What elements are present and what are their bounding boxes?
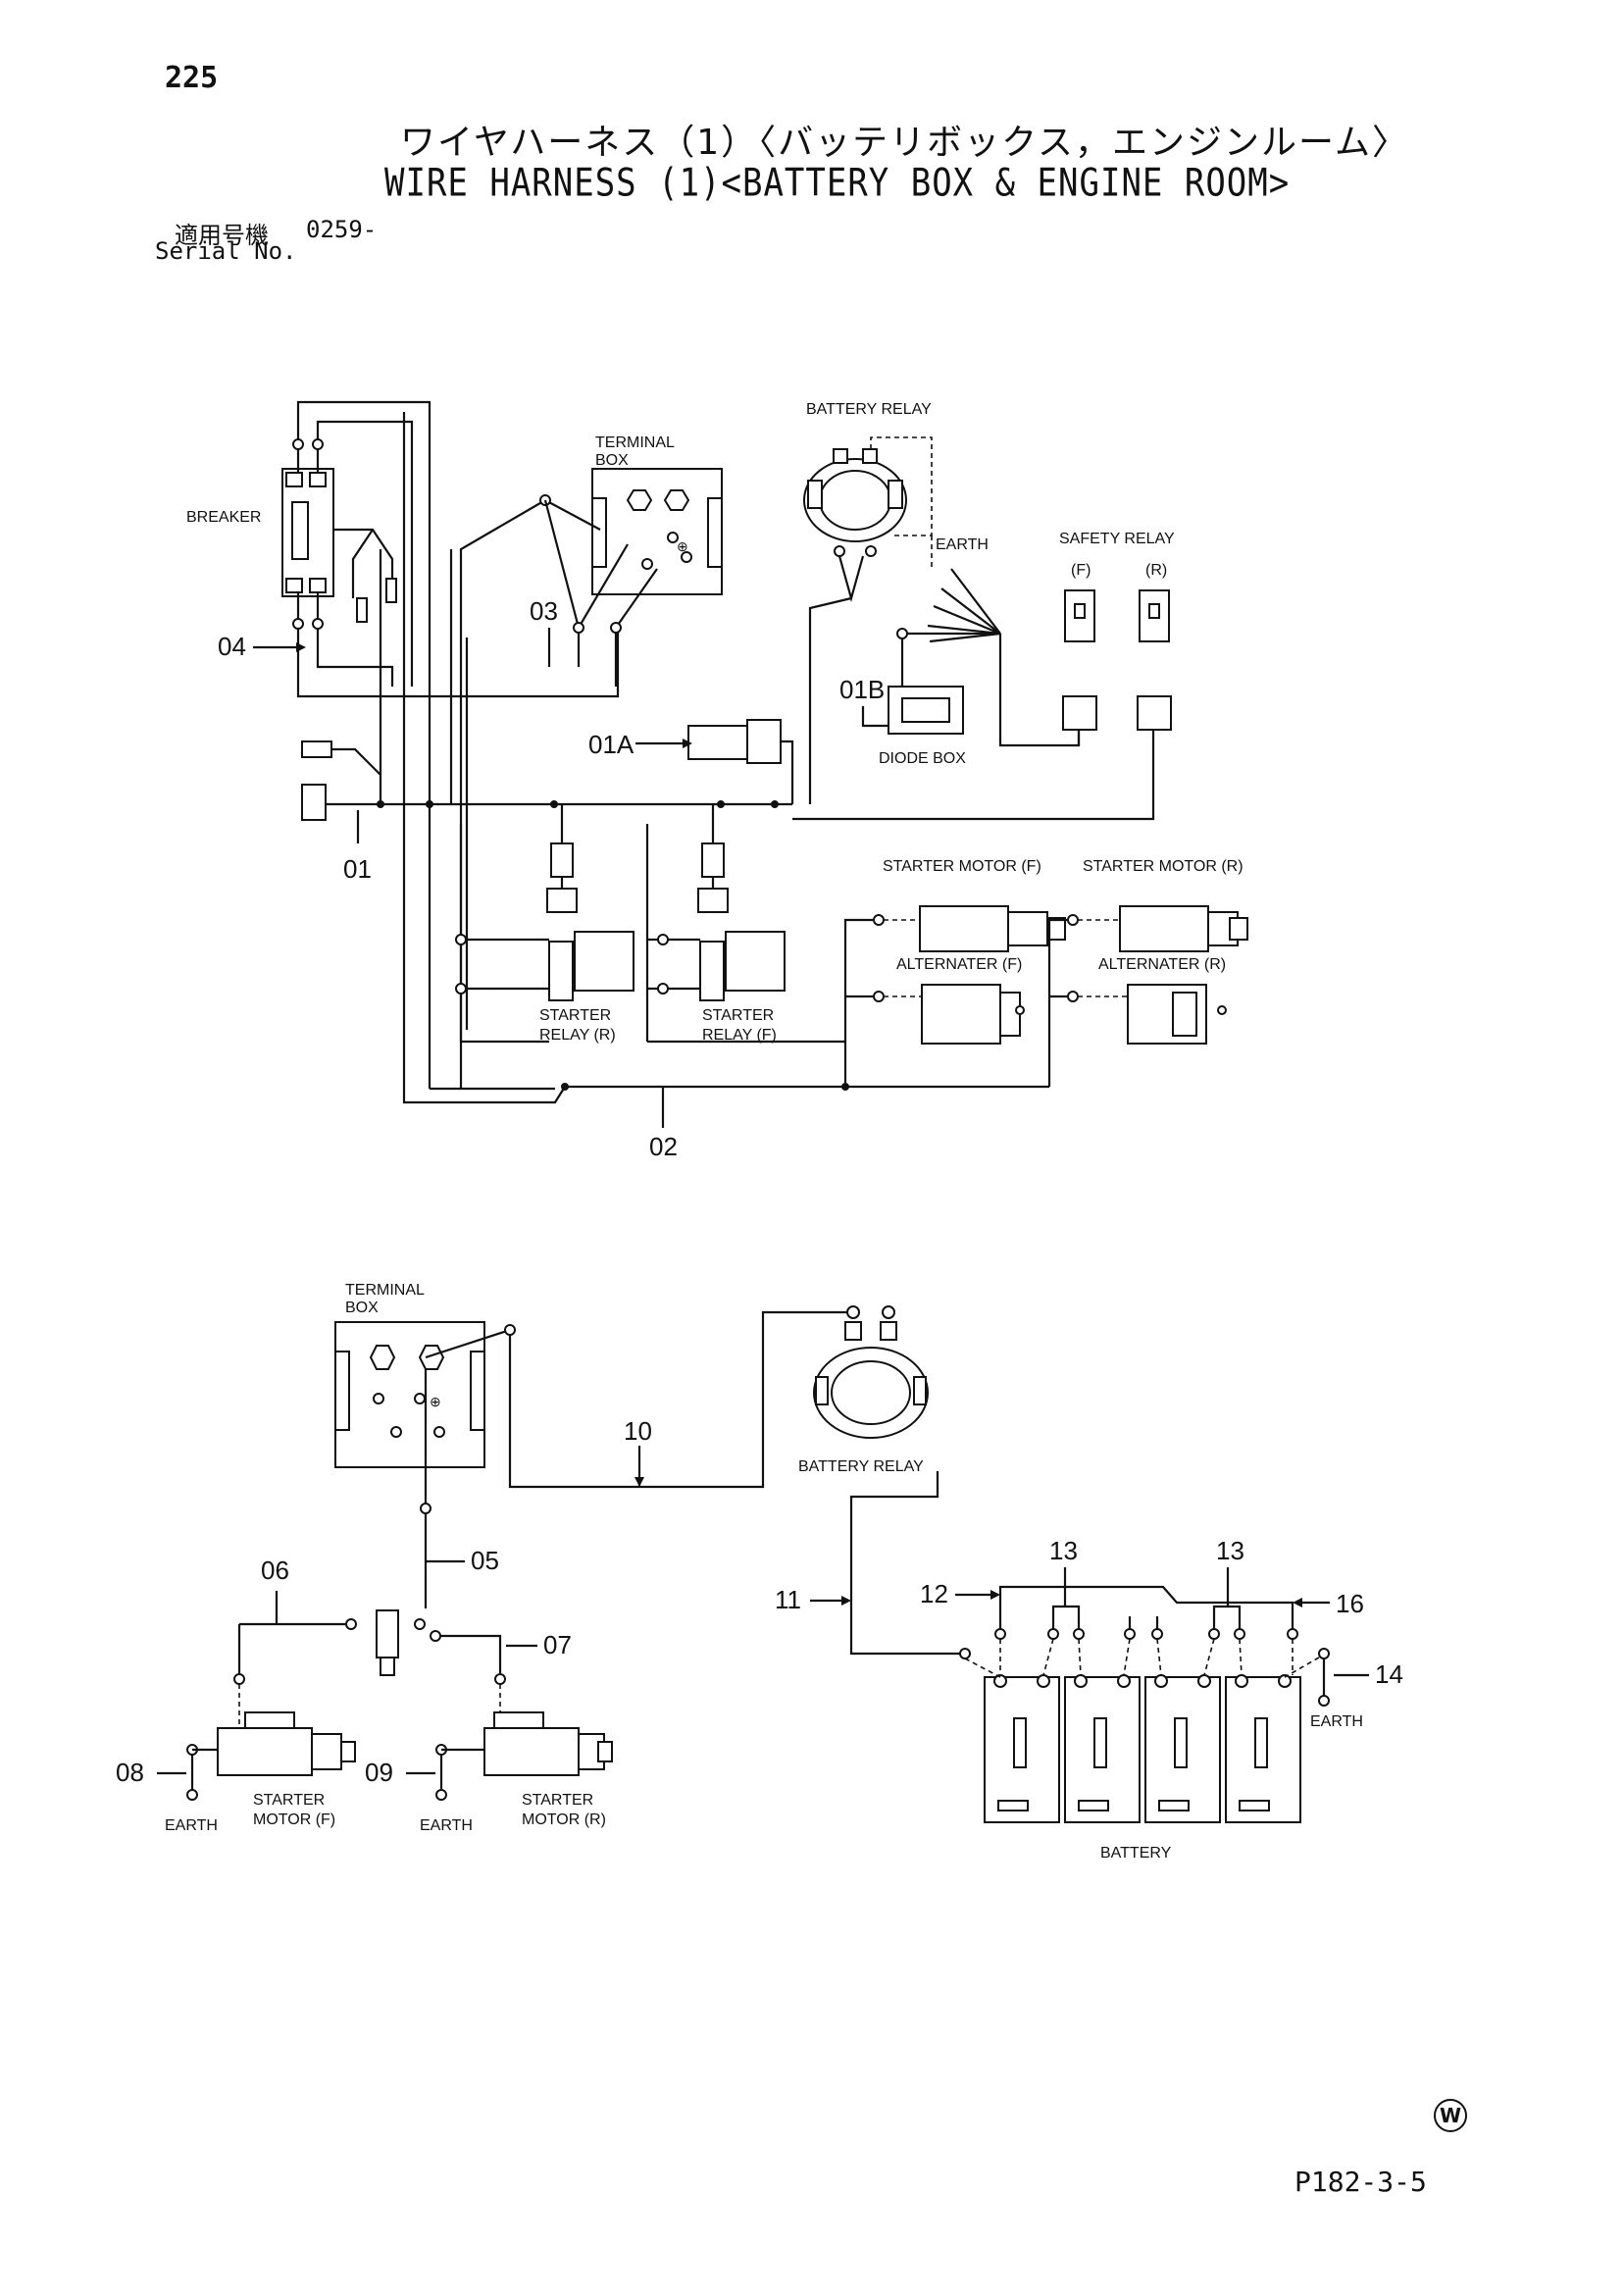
- callout-14: 14: [1375, 1659, 1403, 1689]
- callout-07: 07: [543, 1630, 572, 1659]
- starter-motor-r-bottom: [483, 1711, 613, 1776]
- connector-01a: [687, 719, 782, 764]
- battery-relay-bottom: [813, 1305, 929, 1439]
- starter-motor-r-top: [1119, 905, 1248, 952]
- starter-label-r: STARTER: [522, 1792, 593, 1809]
- starter-relay-r-label-1: STARTER: [539, 1007, 611, 1024]
- earth-label-14: EARTH: [1310, 1713, 1363, 1730]
- starter-relay-f-label-2: RELAY (F): [702, 1027, 777, 1044]
- callout-02: 02: [649, 1132, 678, 1161]
- svg-text:⊕: ⊕: [677, 538, 688, 554]
- serial-label-japanese: 適用号機: [175, 222, 269, 249]
- terminal-box-label-2: BOX: [595, 452, 629, 469]
- page-title-english: WIRE HARNESS (1)<BATTERY BOX & ENGINE RO…: [384, 161, 1291, 206]
- starter-relay-f-label-1: STARTER: [702, 1007, 774, 1024]
- battery-bank: [984, 1674, 1301, 1823]
- starter-relay-r-label-2: RELAY (R): [539, 1027, 616, 1044]
- revision-mark: W: [1434, 2099, 1467, 2132]
- motor-f-label: MOTOR (F): [253, 1811, 335, 1828]
- callout-05: 05: [471, 1546, 499, 1575]
- terminal-box-label-1: TERMINAL: [595, 434, 675, 451]
- terminal-box-label-bottom-2: BOX: [345, 1300, 379, 1316]
- starter-motor-r-label: STARTER MOTOR (R): [1083, 858, 1243, 875]
- alternater-r-label: ALTERNATER (R): [1098, 956, 1226, 973]
- serial-label-english: Serial No.: [155, 237, 297, 265]
- terminal-box-label-bottom-1: TERMINAL: [345, 1282, 425, 1299]
- safety-relay-f-label: (F): [1071, 562, 1091, 579]
- motor-r-label: MOTOR (R): [522, 1811, 606, 1828]
- callout-01: 01: [343, 854, 372, 884]
- callout-04: 04: [218, 632, 246, 661]
- battery-relay-label-top: BATTERY RELAY: [806, 401, 932, 418]
- page-title-japanese: ワイヤハーネス（1）〈バッテリボックス，エンジンルーム〉: [400, 123, 1409, 163]
- starter-relay-f: [697, 804, 786, 1001]
- callout-08: 08: [116, 1758, 144, 1787]
- earth-label-09: EARTH: [420, 1817, 473, 1834]
- breaker-label: BREAKER: [186, 509, 261, 526]
- callout-11: 11: [775, 1585, 801, 1614]
- callout-06: 06: [261, 1556, 289, 1585]
- safety-relay-f: [1062, 589, 1097, 731]
- alternater-f-label: ALTERNATER (F): [896, 956, 1022, 973]
- bottom-harness-diagram: TERMINAL BOX ⊕ 10 BATTERY RELAY: [116, 1282, 1403, 1862]
- diode-box-label: DIODE BOX: [879, 750, 966, 767]
- safety-relay-r: [1137, 589, 1172, 731]
- callout-12: 12: [920, 1579, 948, 1608]
- battery-label: BATTERY: [1100, 1845, 1172, 1862]
- callout-09: 09: [365, 1758, 393, 1787]
- serial-value: 0259-: [306, 216, 378, 243]
- svg-text:⊕: ⊕: [430, 1394, 441, 1409]
- terminal-box-top: ⊕: [591, 468, 723, 595]
- page-number: 225: [165, 61, 219, 95]
- callout-03: 03: [530, 596, 558, 626]
- starter-motor-f-bottom: [217, 1711, 356, 1776]
- battery-relay-label-bottom: BATTERY RELAY: [798, 1458, 924, 1475]
- callout-16: 16: [1336, 1589, 1364, 1618]
- diode-box: [888, 686, 964, 735]
- safety-relay-label: SAFETY RELAY: [1059, 531, 1175, 547]
- callout-10: 10: [624, 1416, 652, 1446]
- earth-label-08: EARTH: [165, 1817, 218, 1834]
- connector-01: [301, 740, 381, 821]
- page-reference: P182-3-5: [1294, 2166, 1427, 2198]
- alternater-r: [1127, 984, 1227, 1045]
- starter-motor-f-label: STARTER MOTOR (F): [883, 858, 1041, 875]
- callout-13b: 13: [1216, 1536, 1244, 1565]
- terminal-box-bottom: ⊕: [334, 1321, 485, 1468]
- starter-label-f: STARTER: [253, 1792, 325, 1809]
- starter-relay-r: [546, 804, 634, 1001]
- callout-13a: 13: [1049, 1536, 1078, 1565]
- safety-relay-r-label: (R): [1145, 562, 1167, 579]
- starter-motor-f-top: [919, 905, 1066, 952]
- earth-label-top: EARTH: [936, 536, 989, 553]
- callout-01a: 01A: [588, 730, 634, 759]
- breaker: [281, 438, 334, 630]
- wire-junction: [376, 1609, 441, 1676]
- alternater-f: [921, 984, 1025, 1045]
- top-harness-diagram: BREAKER 01 04: [186, 400, 1248, 1161]
- battery-relay-top: [803, 448, 907, 557]
- callout-01b: 01B: [839, 675, 885, 704]
